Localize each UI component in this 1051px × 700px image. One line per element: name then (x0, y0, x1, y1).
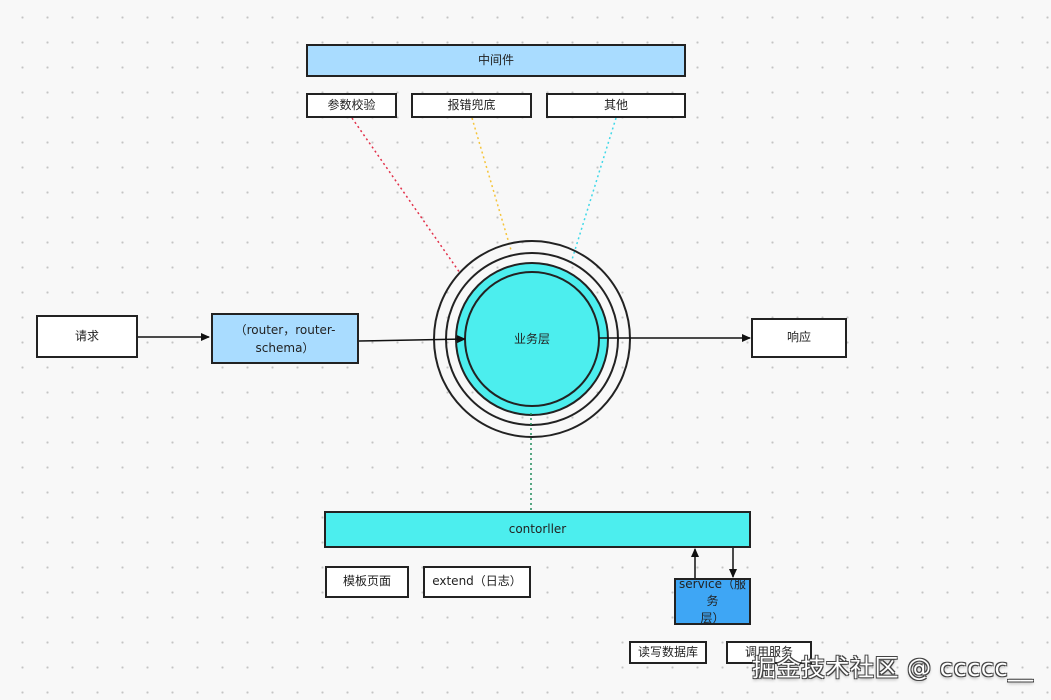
request-label: 请求 (74, 328, 99, 343)
read-write-db-box[interactable]: 读写数据库 (629, 641, 707, 664)
extend-log-box[interactable]: extend（日志） (423, 566, 531, 598)
read-write-db-label: 读写数据库 (637, 644, 698, 659)
error-fallback-box[interactable]: 报错兜底 (411, 93, 532, 118)
call-service-label: 调用服务 (744, 644, 793, 659)
middleware-box[interactable]: 中间件 (306, 44, 686, 77)
router-box[interactable]: （router，router- schema） (211, 313, 359, 364)
error-fallback-label: 报错兜底 (447, 97, 496, 112)
extend-log-label: extend（日志） (432, 574, 522, 589)
controller-box[interactable]: contorller (324, 511, 751, 548)
other-box[interactable]: 其他 (546, 93, 686, 118)
param-validation-label: 参数校验 (327, 97, 376, 112)
other-connector (569, 117, 617, 267)
request-box[interactable]: 请求 (36, 315, 138, 358)
response-box[interactable]: 响应 (751, 318, 847, 358)
other-label: 其他 (603, 97, 628, 112)
router-label-line2: schema） (255, 340, 315, 355)
param-validation-box[interactable]: 参数校验 (306, 93, 397, 118)
controller-label: contorller (508, 521, 567, 536)
router-to-business-arrow (358, 335, 466, 344)
service-box[interactable]: service（服务 层） (674, 577, 751, 625)
router-label-line1: （router，router- (234, 322, 336, 337)
middleware-label: 中间件 (477, 52, 514, 67)
response-label: 响应 (786, 330, 811, 345)
param-validation-connector (351, 117, 461, 274)
call-service-box[interactable]: 调用服务 (726, 641, 812, 664)
service-label-line1: service（服务 (679, 577, 746, 609)
error-fallback-connector (471, 117, 512, 251)
template-page-box[interactable]: 模板页面 (325, 566, 409, 598)
template-page-label: 模板页面 (342, 574, 391, 589)
business-layer-label: 业务层 (513, 332, 550, 346)
site-watermark: 掘金技术社区 @ ccccc__ (752, 654, 1034, 682)
service-label-line2: 层） (700, 610, 725, 625)
